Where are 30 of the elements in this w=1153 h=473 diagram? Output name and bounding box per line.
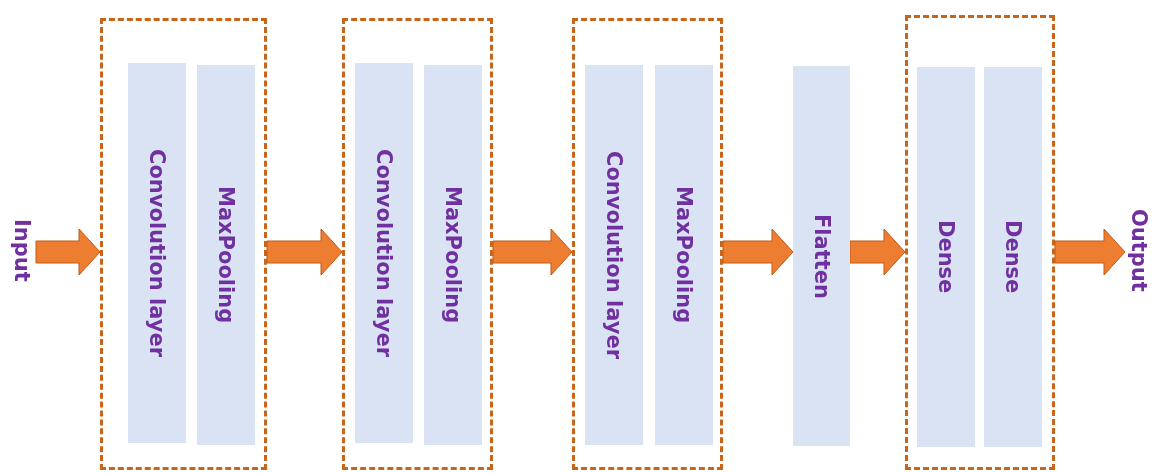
layer-bar [917, 67, 975, 447]
layer-bar [585, 65, 643, 445]
layer-bar [355, 63, 413, 443]
layer-bar [655, 65, 713, 445]
dashed-group-box [100, 18, 267, 470]
layer-bar [128, 63, 186, 443]
layer-name: Flatten [809, 213, 834, 299]
layer-name: Dense [1001, 220, 1025, 294]
layer-name: Convolution layer [372, 149, 396, 357]
block-arrow [492, 228, 573, 276]
layer-name: Convolution layer [602, 151, 626, 359]
layer-name: Dense [934, 220, 958, 294]
block-arrow [849, 228, 906, 276]
layer-name: MaxPooling [441, 186, 465, 324]
block-arrow [722, 228, 794, 276]
dashed-group-box [572, 18, 723, 470]
layer-bar [424, 65, 482, 445]
layer-name: MaxPooling [672, 186, 696, 324]
io-label: Input [10, 218, 34, 282]
block-arrow [266, 228, 343, 276]
layer-name: MaxPooling [214, 186, 238, 324]
block-arrow [1054, 228, 1126, 276]
layer-name: Convolution layer [145, 149, 169, 357]
dashed-group-box [905, 15, 1055, 470]
layer-bar [793, 66, 850, 446]
dashed-group-box [342, 18, 493, 470]
layer-bar [197, 65, 255, 445]
block-arrow [35, 228, 101, 276]
layer-bar [984, 67, 1042, 447]
io-label: Output [1127, 208, 1151, 292]
